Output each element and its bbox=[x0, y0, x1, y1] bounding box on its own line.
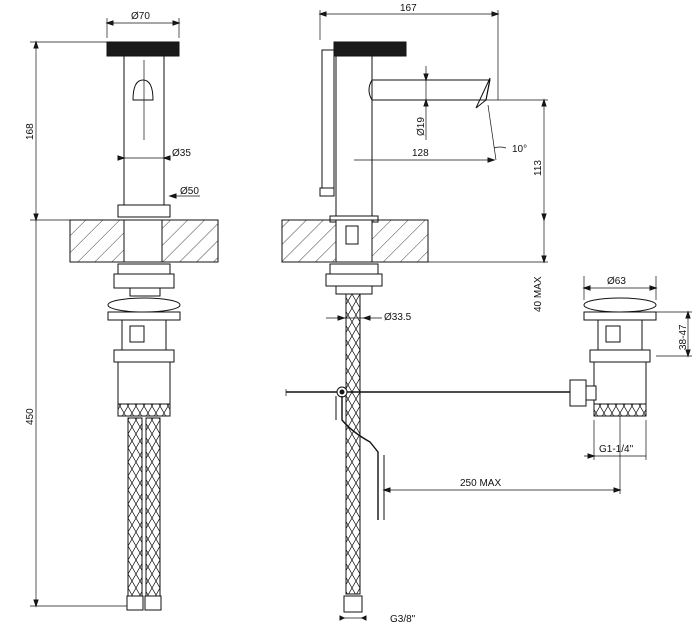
handle-cap bbox=[106, 41, 180, 57]
hose-left bbox=[127, 417, 143, 597]
dim-top-height: 168 bbox=[25, 40, 107, 222]
label-handle-diameter: Ø70 bbox=[131, 11, 150, 22]
label-spout-projection: 128 bbox=[412, 148, 429, 159]
label-rod-length: 250 MAX bbox=[460, 478, 501, 489]
label-top-height: 168 bbox=[25, 123, 36, 140]
label-waste-thread: G1-1/4" bbox=[599, 444, 634, 455]
waste-view: Ø63 38-47 G1-1/4" 250 MAX bbox=[382, 276, 692, 494]
label-body-diameter: Ø35 bbox=[172, 148, 191, 159]
label-shank-diameter: Ø33.5 bbox=[384, 312, 412, 323]
dim-hose-length: 450 bbox=[25, 220, 127, 608]
label-deck-thickness: 40 MAX bbox=[533, 276, 544, 312]
label-spout-diameter: Ø19 bbox=[416, 117, 427, 136]
label-spout-angle: 10° bbox=[512, 144, 527, 155]
label-hose-thread: G3/8" bbox=[390, 614, 416, 625]
label-hose-length: 450 bbox=[25, 408, 36, 425]
label-spout-reach: 167 bbox=[400, 3, 417, 14]
label-waste-height: 38-47 bbox=[678, 324, 689, 350]
front-view: Ø70 Ø35 Ø50 bbox=[25, 11, 219, 611]
label-spout-height: 113 bbox=[533, 160, 544, 176]
hose-right bbox=[145, 417, 161, 597]
label-base-diameter: Ø50 bbox=[180, 186, 199, 197]
side-view: 167 Ø19 128 10° 113 bbox=[281, 3, 570, 625]
label-waste-diameter: Ø63 bbox=[607, 276, 626, 287]
dim-handle-diameter: Ø70 bbox=[105, 11, 181, 38]
